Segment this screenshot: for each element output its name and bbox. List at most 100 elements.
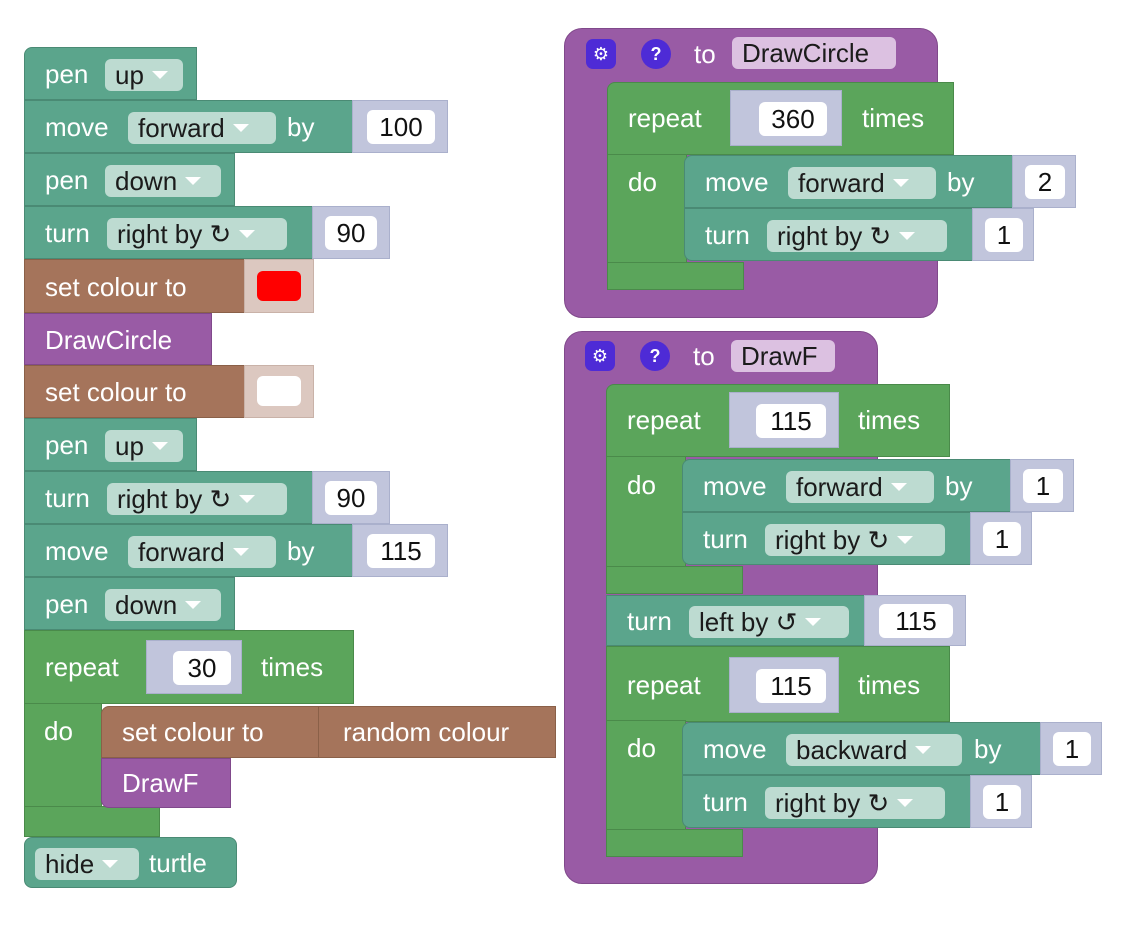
turn-direction-dropdown[interactable]: right by ↻	[107, 483, 287, 515]
number-field[interactable]: 115	[367, 534, 435, 568]
chevron-down-icon	[897, 799, 914, 808]
turn-direction-dropdown[interactable]: right by ↻	[107, 218, 287, 250]
direction-dropdown[interactable]: forward	[786, 471, 934, 503]
number-field[interactable]: 90	[325, 481, 377, 515]
pen-label: pen	[45, 59, 89, 89]
number-socket: 1	[970, 512, 1032, 565]
number-field[interactable]: 115	[756, 404, 826, 438]
turn-direction-dropdown[interactable]: right by ↻	[765, 787, 945, 819]
pen-down-block[interactable]: pen down	[24, 577, 235, 630]
chevron-down-icon	[899, 232, 916, 241]
move-label: move	[45, 112, 109, 142]
turn-block[interactable]: turn right by ↻	[24, 206, 314, 259]
chevron-down-icon	[185, 177, 202, 186]
turn-block[interactable]: turn right by ↻	[684, 208, 974, 261]
move-block[interactable]: move forward by	[24, 100, 354, 153]
visibility-dropdown[interactable]: hide	[35, 848, 139, 880]
pen-up-block[interactable]: pen up	[24, 47, 197, 100]
turn-block[interactable]: turn right by ↻	[682, 775, 972, 828]
turtle-label: turtle	[149, 848, 207, 878]
number-socket: 90	[312, 206, 390, 259]
turn-direction-dropdown[interactable]: left by ↺	[689, 606, 849, 638]
direction-dropdown[interactable]: forward	[128, 536, 276, 568]
to-label: to	[693, 341, 715, 371]
set-colour-label: set colour to	[45, 377, 187, 407]
number-socket: 360	[730, 90, 842, 146]
help-icon[interactable]: ?	[640, 341, 670, 371]
number-field[interactable]: 115	[879, 604, 953, 638]
move-label: move	[45, 536, 109, 566]
procedure-name-field[interactable]: DrawF	[731, 340, 835, 372]
move-label: move	[703, 471, 767, 501]
set-colour-block[interactable]: set colour to	[24, 365, 248, 418]
hide-turtle-block[interactable]: hide turtle	[24, 837, 237, 888]
pen-state-dropdown[interactable]: down	[105, 589, 221, 621]
number-field[interactable]: 1	[1053, 732, 1091, 766]
direction-dropdown[interactable]: forward	[788, 167, 936, 199]
help-icon[interactable]: ?	[641, 39, 671, 69]
turn-direction-dropdown[interactable]: right by ↻	[767, 220, 947, 252]
number-field[interactable]: 2	[1025, 165, 1065, 199]
move-block[interactable]: move backward by	[682, 722, 1042, 775]
colour-swatch-white[interactable]	[257, 376, 301, 406]
pen-up-block[interactable]: pen up	[24, 418, 197, 471]
procedure-name-field[interactable]: DrawCircle	[732, 37, 896, 69]
pen-state-dropdown[interactable]: down	[105, 165, 221, 197]
set-colour-block[interactable]: set colour to	[24, 259, 248, 313]
by-label: by	[947, 167, 975, 197]
chevron-down-icon	[239, 230, 256, 239]
call-drawf-block[interactable]: DrawF	[101, 758, 231, 808]
procedure-call-label: DrawF	[122, 768, 199, 798]
move-block[interactable]: move forward by	[24, 524, 354, 577]
number-field[interactable]: 30	[173, 651, 231, 685]
number-field[interactable]: 100	[367, 110, 435, 144]
number-field[interactable]: 360	[759, 102, 827, 136]
pen-label: pen	[45, 430, 89, 460]
number-socket: 115	[864, 595, 966, 646]
turn-label: turn	[45, 218, 90, 248]
number-field[interactable]: 1	[1023, 469, 1063, 503]
turn-block[interactable]: turn right by ↻	[682, 512, 972, 565]
by-label: by	[974, 734, 1002, 764]
times-label: times	[862, 103, 925, 133]
call-drawcircle-block[interactable]: DrawCircle	[24, 313, 212, 365]
colour-swatch-red[interactable]	[257, 271, 301, 301]
number-socket: 1	[972, 208, 1034, 261]
pen-state-dropdown[interactable]: up	[105, 59, 183, 91]
repeat-label: repeat	[627, 670, 701, 700]
number-field[interactable]: 90	[325, 216, 377, 250]
number-socket: 115	[729, 657, 839, 713]
move-block[interactable]: move forward by	[682, 459, 1012, 512]
gear-icon[interactable]: ⚙	[585, 341, 615, 371]
colour-socket	[244, 365, 314, 418]
chevron-down-icon	[151, 442, 168, 451]
direction-dropdown[interactable]: forward	[128, 112, 276, 144]
turn-block[interactable]: turn right by ↻	[24, 471, 314, 524]
chevron-down-icon	[805, 618, 822, 627]
gear-icon[interactable]: ⚙	[586, 39, 616, 69]
number-field[interactable]: 115	[756, 669, 826, 703]
turn-direction-dropdown[interactable]: right by ↻	[765, 524, 945, 556]
pen-down-block[interactable]: pen down	[24, 153, 235, 206]
colour-socket	[244, 259, 314, 313]
procedure-call-label: DrawCircle	[45, 325, 173, 355]
random-colour-block[interactable]: random colour	[318, 706, 556, 758]
pen-state-dropdown[interactable]: up	[105, 430, 183, 462]
number-socket: 1	[1010, 459, 1074, 512]
number-field[interactable]: 1	[985, 218, 1023, 252]
number-field[interactable]: 1	[983, 522, 1021, 556]
set-colour-block[interactable]: set colour to	[101, 706, 325, 758]
turn-label: turn	[705, 220, 750, 250]
number-field[interactable]: 1	[983, 785, 1021, 819]
direction-dropdown[interactable]: backward	[786, 734, 962, 766]
turn-block[interactable]: turn left by ↺	[606, 595, 868, 646]
do-label: do	[628, 167, 657, 197]
move-label: move	[705, 167, 769, 197]
repeat-label: repeat	[628, 103, 702, 133]
chevron-down-icon	[102, 860, 119, 869]
repeat-label: repeat	[45, 652, 119, 682]
number-socket: 2	[1012, 155, 1076, 208]
number-socket: 1	[970, 775, 1032, 828]
number-socket: 115	[352, 524, 448, 577]
move-block[interactable]: move forward by	[684, 155, 1014, 208]
